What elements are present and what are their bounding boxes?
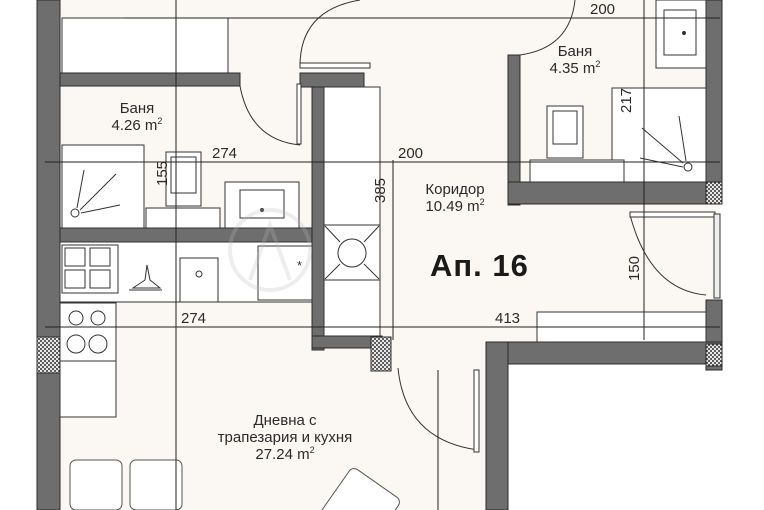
room-bath-right: Баня 4.35 m2 [525,43,625,78]
room-name: Баня [557,43,593,60]
shower-tray-right [611,87,707,183]
apartment-label: Ап. 16 [430,248,529,283]
watermark-logo [228,208,312,292]
dim-bath-left-155: 155 [154,160,172,187]
dining-chairs [69,459,183,510]
dim-top-200: 200 [590,1,616,18]
room-living: Дневна с трапезария и кухня 27.24 m2 [175,412,395,463]
dim-kitchen-width: 274 [181,310,207,327]
room-area: 4.35 m2 [549,58,601,77]
room-area: 27.24 m2 [255,444,315,463]
hob [59,302,117,362]
kitchen-sink [179,257,219,303]
room-name-line1: Дневна с [253,412,317,429]
dim-living-width: 413 [495,310,521,327]
dim-bath-right-217: 217 [618,87,636,114]
columns [36,181,723,374]
room-area: 10.49 m2 [425,196,485,215]
toilet-base [145,207,221,229]
dim-corridor-385: 385 [372,177,390,204]
door-bath-left[interactable] [239,83,302,146]
room-name: Баня [119,100,155,117]
door-living[interactable] [397,367,480,453]
shower-drain-left [70,169,121,218]
room-corridor: Коридор 10.49 m2 [400,181,510,216]
dim-entry-150: 150 [626,255,644,282]
kitchen-counter [59,241,313,418]
door-top[interactable] [299,0,371,69]
hood-icon [129,264,162,291]
dim-bath-left-width: 274 [212,145,238,162]
dim-corridor-width: 200 [398,145,424,162]
room-bath-left: Баня 4.26 m2 [92,100,182,135]
armchair [320,468,400,510]
room-name: Коридор [425,181,485,198]
dimension-lines [45,0,720,510]
room-area: 4.26 m2 [111,115,163,134]
door-entry[interactable] [629,211,721,299]
wardrobe [61,17,229,74]
bath-left-fixtures [61,144,300,229]
room-name-line2: трапезария и кухня [217,428,353,446]
bath-right-fixtures [529,0,707,183]
fridge [257,245,313,301]
snowflake-icon: * [297,258,302,273]
door-bath-right[interactable] [519,0,576,56]
shaft [323,86,381,337]
cabinet-low [59,360,117,418]
sink-bowl [239,189,285,219]
toilet-base-right [529,159,625,183]
